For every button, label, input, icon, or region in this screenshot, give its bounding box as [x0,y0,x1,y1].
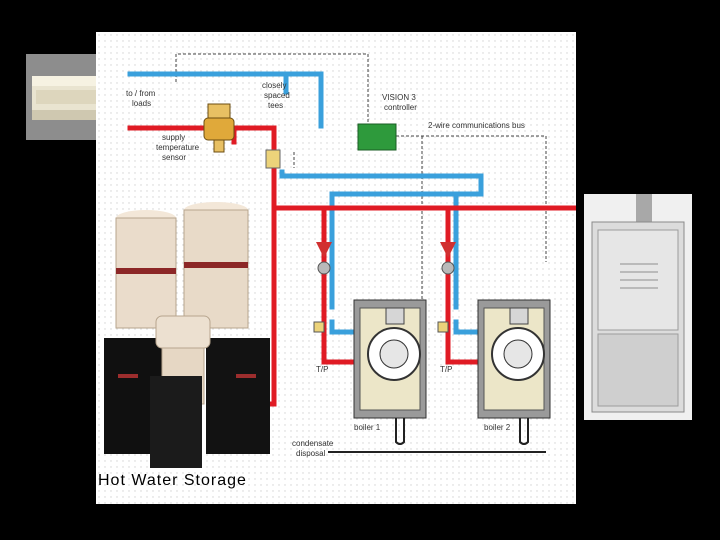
label-closely-spaced-3: tees [268,101,283,110]
label-to-from-loads-2: loads [132,99,151,108]
hot-water-storage-tanks [104,202,270,468]
label-supply-3: sensor [162,153,186,162]
furnace-image [584,194,692,420]
boiler-1 [353,299,427,419]
vision-3-controller [357,123,397,151]
valves [265,149,456,333]
label-boiler-1: boiler 1 [354,423,381,432]
baseboard-heater-image [26,54,104,140]
hydronic-schematic: to / from loads supply temperature senso… [96,32,576,504]
return-piping [127,71,484,335]
communication-bus-lines [175,53,547,300]
label-closely-spaced-2: spaced [264,91,290,100]
label-condensate-1: condensate [292,439,334,448]
label-boiler-2: boiler 2 [484,423,511,432]
label-supply-1: supply [162,133,185,142]
hot-water-storage-label: Hot Water Storage [98,472,247,489]
air-separator [203,103,235,153]
label-supply-2: temperature [156,143,200,152]
label-tp-1: T/P [316,365,328,374]
label-tp-2: T/P [440,365,452,374]
label-comm-bus: 2-wire communications bus [428,121,525,130]
diagram-labels: to / from loads supply temperature senso… [126,81,525,458]
label-vision-1: VISION 3 [382,93,416,102]
condensate-lines [328,418,546,453]
label-condensate-2: disposal [296,449,326,458]
boiler-2 [477,299,551,419]
label-to-from-loads-1: to / from [126,89,156,98]
label-closely-spaced-1: closely [262,81,286,90]
label-vision-2: controller [384,103,417,112]
